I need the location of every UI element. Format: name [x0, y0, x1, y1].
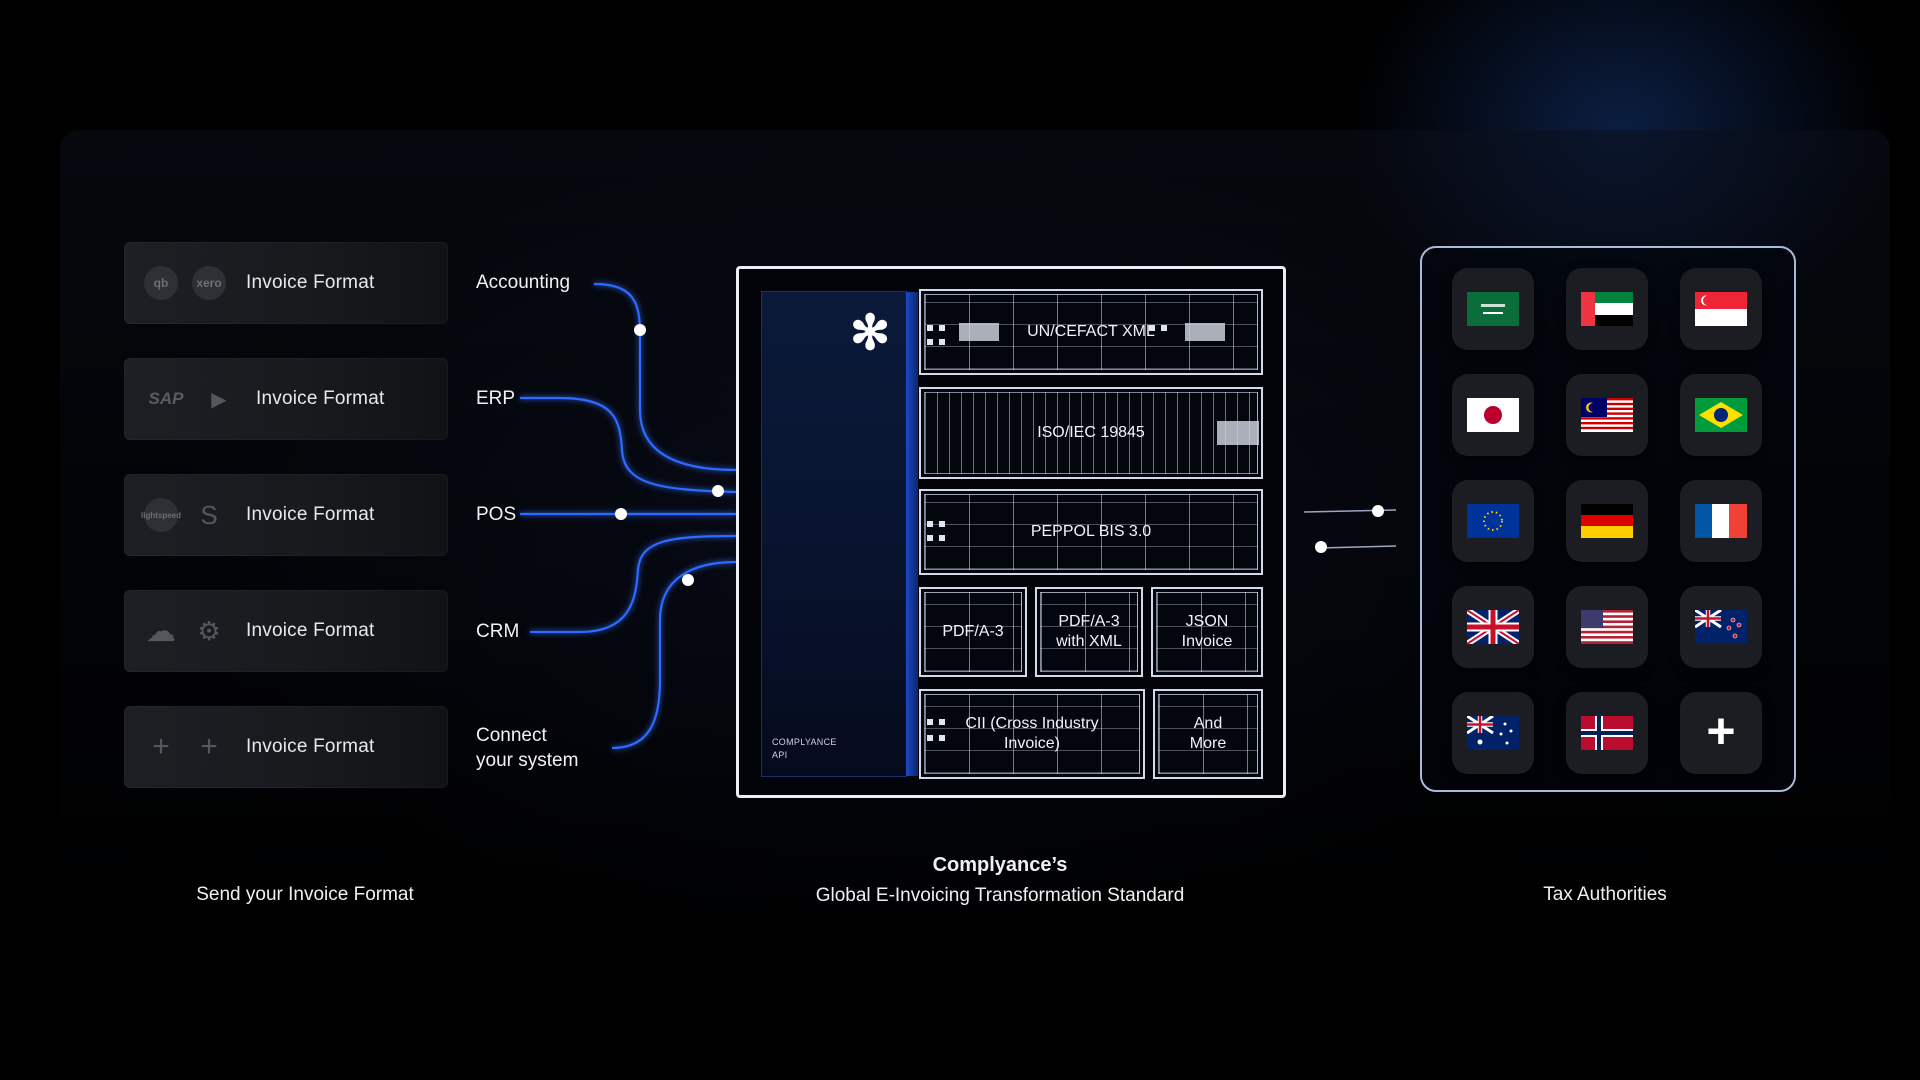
format-block-uncefact: UN/CEFACT XML: [919, 289, 1263, 375]
wire-accounting: [593, 282, 737, 472]
flag-new-zealand-icon: [1695, 610, 1747, 644]
flag-saudi-arabia-icon: [1467, 292, 1519, 326]
flag-malaysia-icon: [1581, 398, 1633, 432]
dynamics-logo: ▶: [211, 388, 227, 411]
tax-authorities-panel: +: [1420, 246, 1796, 792]
flag-united-kingdom-tile[interactable]: [1452, 586, 1534, 668]
flag-new-zealand-tile[interactable]: [1680, 586, 1762, 668]
wire-node-crm: [682, 574, 694, 586]
flag-germany-tile[interactable]: [1566, 480, 1648, 562]
flag-malaysia-tile[interactable]: [1566, 374, 1648, 456]
flag-norway-icon: [1581, 716, 1633, 750]
flag-japan-icon: [1467, 398, 1519, 432]
flag-france-tile[interactable]: [1680, 480, 1762, 562]
plus-icon: +: [200, 730, 218, 763]
flag-brazil-icon: [1695, 398, 1747, 432]
complyance-logo-icon: ✻: [850, 307, 891, 360]
input-card-connect[interactable]: + + Invoice Format: [124, 706, 448, 788]
shopify-logo: S: [200, 499, 218, 530]
input-card-pos[interactable]: lightspeed S Invoice Format: [124, 474, 448, 556]
format-label: PDF/A-3: [942, 623, 1004, 640]
connector-label-pos: POS: [476, 504, 517, 525]
api-label-line2: API: [772, 750, 788, 760]
wire-node-pos: [615, 508, 627, 520]
wire-erp: [520, 396, 737, 494]
flag-saudi-arabia-tile[interactable]: [1452, 268, 1534, 350]
api-label-line1: COMPLYANCE: [772, 737, 837, 747]
flag-united-states-icon: [1581, 610, 1633, 644]
flag-australia-icon: [1467, 716, 1519, 750]
flag-germany-icon: [1581, 504, 1633, 538]
format-block-pdfa3: PDF/A-3: [919, 587, 1027, 677]
flag-uae-tile[interactable]: [1566, 268, 1648, 350]
add-authority-button[interactable]: +: [1680, 692, 1762, 774]
connector-label-crm: CRM: [476, 621, 520, 642]
caption-center-sub: Global E-Invoicing Transformation Standa…: [815, 885, 1185, 906]
plus-icon: +: [152, 730, 170, 763]
flag-united-kingdom-icon: [1467, 610, 1519, 644]
salesforce-logo: ☁: [146, 614, 176, 648]
connector-line-2: your system: [476, 750, 579, 771]
flag-australia-tile[interactable]: [1452, 692, 1534, 774]
sap-logo: SAP: [148, 389, 184, 408]
wire-crm: [530, 534, 737, 634]
connector-line-1: Connect: [476, 725, 547, 746]
flag-brazil-tile[interactable]: [1680, 374, 1762, 456]
card-label: Invoice Format: [246, 736, 375, 757]
flag-uae-icon: [1581, 292, 1633, 326]
flag-european-union-tile[interactable]: [1452, 480, 1534, 562]
output-node-1: [1372, 505, 1384, 517]
card-label: Invoice Format: [246, 620, 375, 641]
caption-center-title: Complyance’s: [932, 854, 1068, 876]
wire-connect: [611, 560, 737, 750]
flag-france-icon: [1695, 504, 1747, 538]
pos-logo: lightspeed: [141, 498, 181, 532]
flag-singapore-icon: [1695, 292, 1747, 326]
card-label: Invoice Format: [246, 504, 375, 525]
connector-label-erp: ERP: [476, 388, 516, 409]
flag-european-union-icon: [1467, 504, 1519, 538]
wire-node-erp: [712, 485, 724, 497]
caption-send-invoice: Send your Invoice Format: [196, 884, 414, 905]
format-label: ISO/IEC 19845: [1037, 424, 1145, 441]
flag-singapore-tile[interactable]: [1680, 268, 1762, 350]
api-glow: [906, 292, 918, 776]
quickbooks-logo: qb: [144, 266, 178, 300]
format-label: UN/CEFACT XML: [1027, 323, 1155, 340]
hubspot-logo: ⚙: [197, 615, 221, 646]
wire-node-accounting: [634, 324, 646, 336]
format-block-peppol: PEPPOL BIS 3.0: [919, 489, 1263, 575]
api-label: COMPLYANCE API: [772, 736, 837, 762]
format-block-iso: ISO/IEC 19845: [919, 387, 1263, 479]
card-label: Invoice Format: [246, 272, 375, 293]
caption-complyance: Complyance’s Global E-Invoicing Transfor…: [740, 854, 1260, 907]
card-label: Invoice Format: [256, 388, 385, 409]
xero-logo: xero: [192, 266, 226, 300]
output-node-2: [1315, 541, 1327, 553]
complyance-api-column: ✻ COMPLYANCE API: [761, 291, 918, 777]
input-card-crm[interactable]: ☁ ⚙ Invoice Format: [124, 590, 448, 672]
caption-tax-authorities: Tax Authorities: [1543, 884, 1667, 905]
flag-united-states-tile[interactable]: [1566, 586, 1648, 668]
plus-icon: +: [1706, 703, 1736, 759]
format-label: PEPPOL BIS 3.0: [1030, 523, 1152, 540]
input-card-accounting[interactable]: qb xero Invoice Format: [124, 242, 448, 324]
input-card-erp[interactable]: SAP ▶ Invoice Format: [124, 358, 448, 440]
connector-label-accounting: Accounting: [476, 272, 571, 293]
connector-label-connect: Connect your system: [476, 723, 578, 773]
output-line-2: [1319, 545, 1397, 549]
flag-norway-tile[interactable]: [1566, 692, 1648, 774]
flag-japan-tile[interactable]: [1452, 374, 1534, 456]
complyance-hub: ✻ COMPLYANCE API UN/CEFACT XML ISO/IEC 1…: [736, 266, 1286, 798]
